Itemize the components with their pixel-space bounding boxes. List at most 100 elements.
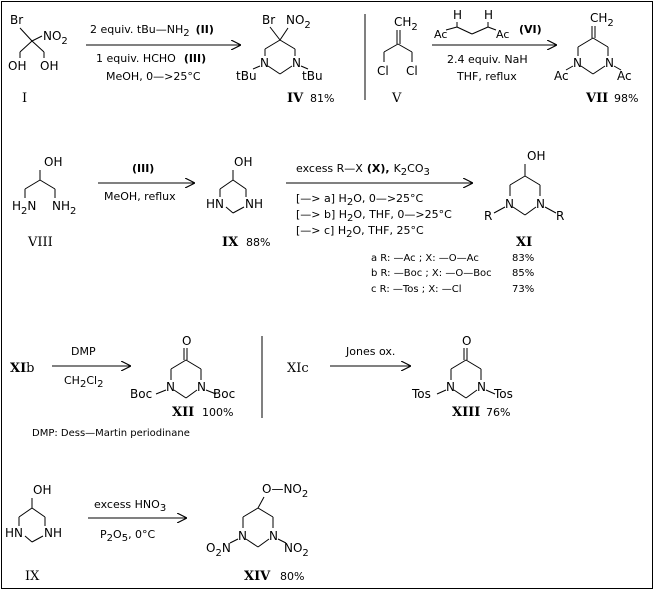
compound-IX-row4: OH HN NH IX — [5, 483, 62, 584]
cmpd-IV-tbu-left: tBu — [236, 69, 257, 83]
cmpd-IV-n-right: N — [292, 56, 301, 70]
cmpd-XIII-tos-left: Tos — [411, 387, 431, 401]
reaction-arrow-7: excess HNO3 P2O5, 0°C — [88, 498, 186, 544]
substituent-table: a R: —Ac ; X: —O—Ac 83% b R: —Boc ; X: —… — [371, 253, 534, 295]
cmpd-VIII-nh2-right: NH2 — [52, 199, 76, 217]
cmpd-IX-nh: NH — [245, 197, 263, 211]
cmpd-XI-oh: OH — [527, 149, 545, 163]
arrow2-ac-left: Ac — [434, 28, 447, 41]
cmpd-VII-label: VII — [585, 91, 608, 106]
start-XIb: XIb — [10, 361, 35, 376]
reaction-arrow-3: (III) MeOH, reflux — [98, 162, 194, 203]
cmpd-XIV-no2-right: NO2 — [284, 541, 309, 559]
cmpd-IX-oh: OH — [234, 155, 252, 169]
compound-XIV: O—NO2 N N O2N NO2 XIV 80% — [206, 482, 309, 584]
arrow4-reagent: excess R—X(X),K2CO3 — [296, 162, 430, 178]
cmpd-XIV-label: XIV — [244, 569, 271, 584]
cmpd-VIII-label: VIII — [27, 235, 53, 250]
arrow4-cond-c: [—> c] H2O, THF, 25°C — [296, 224, 424, 240]
arrow2-ac-right: Ac — [496, 28, 509, 41]
arrow5-reagent: DMP — [71, 345, 96, 358]
cmpd-V-label: V — [391, 91, 402, 106]
cmpd-VII-n-right: N — [605, 56, 614, 70]
cmpd-XIV-n-left: N — [238, 529, 247, 543]
reaction-arrow-2: H H Ac Ac (VI) 2.4 equiv. NaH THF, reflu… — [432, 8, 556, 83]
cmpd-XI-r-left: R — [484, 209, 492, 223]
arrow3-reagent: (III) — [132, 162, 154, 175]
cmpd-XIV-ono2: O—NO2 — [262, 482, 308, 500]
compound-IV: Br NO2 N N tBu tBu IV 81% — [236, 13, 334, 106]
cmpd-XII-boc-right: Boc — [213, 387, 235, 401]
reaction-arrow-6: Jones ox. — [330, 345, 410, 366]
cmpd-VIII-nh2-left: H2N — [12, 199, 36, 217]
arrow4-cond-b: [—> b] H2O, THF, 0—>25°C — [296, 208, 452, 224]
cmpd-V-cl-left: Cl — [377, 64, 389, 78]
start-XIc: XIc — [287, 361, 309, 376]
arrow2-reagent-tag: (VI) — [519, 23, 542, 36]
arrow6-reagent: Jones ox. — [345, 345, 395, 358]
table-row-a: a R: —Ac ; X: —O—Ac — [371, 253, 479, 264]
arrow2-cond2: THF, reflux — [456, 70, 517, 83]
cmpd-XIII-o: O — [462, 334, 471, 348]
arrow5-cond: CH2Cl2 — [64, 374, 103, 390]
cmpd-XII-label: XII — [172, 405, 194, 420]
table-row-a-yield: 83% — [512, 253, 534, 264]
cmpd-XIII-tos-right: Tos — [493, 387, 513, 401]
footnote-dmp: DMP: Dess—Martin periodinane — [32, 428, 190, 439]
cmpd-XII-yield: 100% — [202, 406, 233, 419]
compound-V: CH2 Cl Cl V — [377, 15, 418, 106]
cmpd-I-oh-left: OH — [8, 59, 26, 73]
cmpd-XIII-label: XIII — [452, 405, 480, 420]
cmpd-IV-tbu-right: tBu — [302, 69, 323, 83]
reaction-arrow-4: excess R—X(X),K2CO3 [—> a] H2O, 0—>25°C … — [286, 162, 472, 240]
arrow1-reagent2: 1 equiv. HCHO(III) — [96, 52, 206, 65]
cmpd-XIII-n-left: N — [446, 380, 455, 394]
cmpd-IV-n-left: N — [260, 56, 269, 70]
cmpd-VII-n-left: N — [573, 56, 582, 70]
cmpd-V-ch2: CH2 — [394, 15, 418, 33]
cmpd-XIII-n-right: N — [477, 380, 486, 394]
arrow4-cond-a: [—> a] H2O, 0—>25°C — [296, 192, 424, 208]
arrow2-cond1: 2.4 equiv. NaH — [447, 53, 528, 66]
cmpd-VII-yield: 98% — [614, 92, 638, 105]
cmpd-XIII-yield: 76% — [486, 406, 510, 419]
compound-VII: CH2 N N Ac Ac VII 98% — [554, 11, 638, 106]
arrow7-reagent: excess HNO3 — [94, 498, 166, 514]
cmpd-XIV-n-right: N — [269, 529, 278, 543]
compound-IX: OH HN NH IX 88% — [206, 155, 270, 250]
cmpd-I-oh-right: OH — [40, 59, 58, 73]
arrow2-h-right: H — [484, 8, 493, 22]
cmpd-XI-label: XI — [516, 235, 532, 250]
cmpd-XIV-o2n-left: O2N — [206, 541, 231, 559]
cmpd-IV-br: Br — [262, 13, 275, 27]
cmpd-I-no2: NO2 — [43, 29, 68, 47]
compound-XIII: O N N Tos Tos XIII 76% — [411, 334, 513, 420]
compound-I: Br NO2 OH OH I — [8, 13, 68, 106]
arrow3-cond: MeOH, reflux — [104, 190, 176, 203]
compound-XI: OH N N R R XI — [484, 149, 564, 250]
arrow1-conditions: MeOH, 0—>25°C — [106, 70, 201, 83]
cmpd-IX-row4-oh: OH — [33, 483, 51, 497]
cmpd-XII-boc-left: Boc — [130, 387, 152, 401]
compound-XII: O N N Boc Boc XII 100% — [130, 334, 235, 420]
arrow7-cond: P2O5, 0°C — [100, 528, 156, 544]
cmpd-XI-r-right: R — [556, 209, 564, 223]
cmpd-IX-row4-hn: HN — [5, 526, 23, 540]
cmpd-IV-no2: NO2 — [286, 13, 311, 31]
cmpd-XI-n-left: N — [505, 197, 514, 211]
start-XIc-label: XIc — [287, 361, 309, 376]
cmpd-VII-ac-right: Ac — [617, 69, 632, 83]
cmpd-I-label: I — [22, 91, 27, 106]
cmpd-XII-n-right: N — [197, 380, 206, 394]
cmpd-IV-label: IV — [287, 91, 304, 106]
cmpd-IX-hn: HN — [206, 197, 224, 211]
cmpd-VII-ac-left: Ac — [554, 69, 569, 83]
arrow2-h-left: H — [453, 8, 462, 22]
cmpd-IV-yield: 81% — [310, 92, 334, 105]
table-row-b: b R: —Boc ; X: —O—Boc — [371, 268, 492, 279]
cmpd-IX-yield: 88% — [246, 236, 270, 249]
compound-VIII: OH H2N NH2 VIII — [12, 155, 76, 250]
cmpd-VIII-oh: OH — [44, 155, 62, 169]
